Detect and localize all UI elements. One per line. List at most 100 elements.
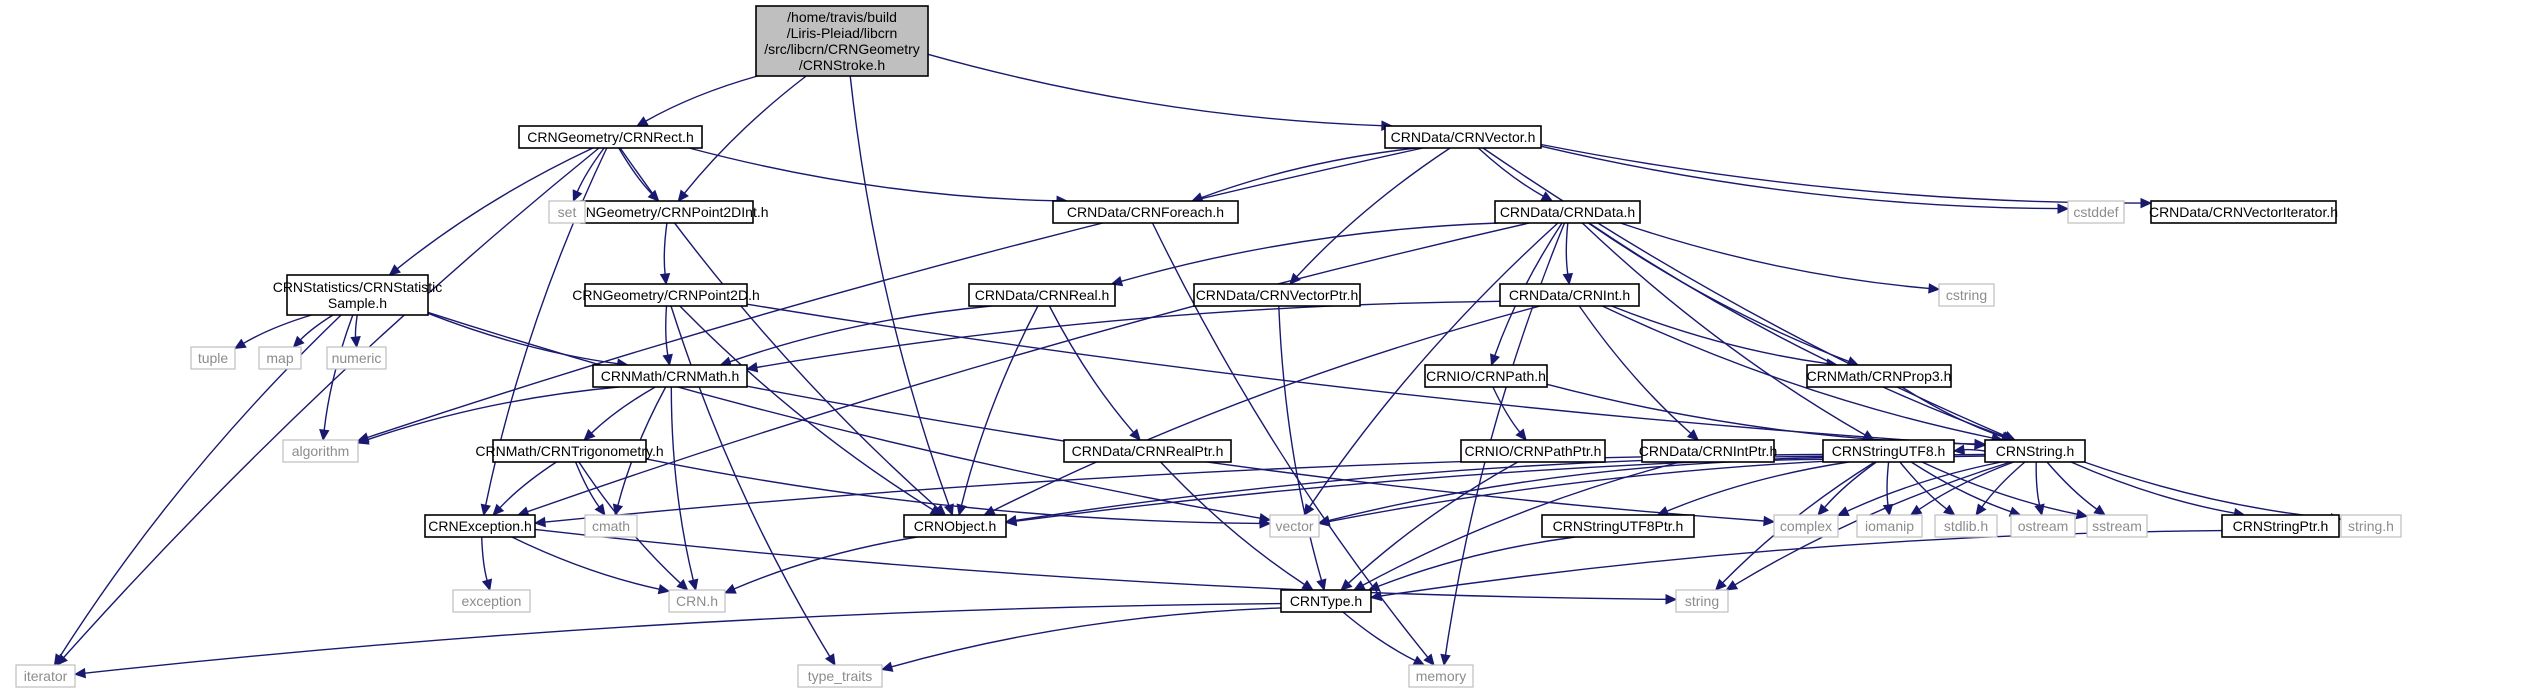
edge-realptr-to-type: [1160, 461, 1314, 591]
arrowhead: [1369, 590, 1383, 602]
node-stringh[interactable]: CRNString.h: [1984, 439, 2086, 463]
node-label: cmath: [592, 518, 630, 534]
arrowhead: [1340, 578, 1353, 591]
arrowhead: [53, 653, 65, 667]
node-vectorh[interactable]: CRNData/CRNVector.h: [1384, 125, 1542, 149]
edge-line: [534, 528, 1667, 600]
edge-line: [927, 53, 1382, 127]
edge-point2d-to-stringh: [746, 303, 1987, 450]
node-label: CRNStringPtr.h: [2233, 518, 2329, 534]
node-box: [584, 283, 748, 307]
arrowhead: [659, 273, 671, 286]
node-realptr[interactable]: CRNData/CRNRealPtr.h: [1063, 439, 1232, 463]
node-exception[interactable]: CRNException.h: [424, 514, 536, 538]
node-prop3[interactable]: CRNMath/CRNProp3.h: [1806, 364, 1952, 388]
node-box: [2150, 200, 2337, 224]
node-box: [1193, 283, 1361, 307]
edge-line: [670, 386, 694, 581]
edge-exception-to-stdexception: [481, 536, 493, 592]
node-pathptr[interactable]: CRNIO/CRNPathPtr.h: [1460, 439, 1606, 463]
node-trig[interactable]: CRNMath/CRNTrigonometry.h: [475, 439, 664, 463]
node-root[interactable]: /home/travis/build/Liris-Pleiad/libcrn/s…: [755, 5, 929, 77]
node-box: [258, 346, 302, 370]
arrowhead: [1303, 503, 1315, 517]
edge-root-to-object: [849, 75, 954, 517]
node-label: map: [266, 350, 293, 366]
node-label: iterator: [24, 668, 68, 684]
node-box: [2067, 200, 2125, 224]
node-crnmath[interactable]: CRNMath/CRNMath.h: [592, 364, 748, 388]
node-utf8[interactable]: CRNStringUTF8.h: [1822, 439, 1955, 463]
edge-line: [1910, 461, 2012, 513]
node-box: [2340, 514, 2402, 538]
node-cstddef: cstddef: [2067, 200, 2125, 224]
node-box: [2010, 514, 2076, 538]
edge-vectorh-to-vectorptr: [1289, 147, 1451, 285]
edge-vectorh-to-cstddef: [1540, 145, 2070, 214]
node-vectoriter[interactable]: CRNData/CRNVectorIterator.h: [2149, 200, 2338, 224]
edge-line: [591, 386, 656, 434]
node-box: [1280, 589, 1372, 613]
edge-line: [2046, 461, 2098, 510]
node-int[interactable]: CRNData/CRNInt.h: [1499, 283, 1640, 307]
arrowhead: [594, 503, 606, 516]
edge-line: [243, 314, 312, 344]
node-box: [1460, 439, 1606, 463]
node-box: [1938, 283, 1995, 307]
edge-line: [367, 147, 1424, 439]
edge-utf8-to-exception: [533, 453, 1824, 528]
edge-line: [544, 453, 1824, 523]
edge-line: [618, 147, 653, 195]
arrowhead: [688, 578, 699, 592]
node-rect[interactable]: CRNGeometry/CRNRect.h: [518, 125, 703, 149]
arrowhead: [492, 503, 505, 516]
node-box: [755, 5, 929, 77]
edge-stringh-to-utf8: [1952, 444, 1986, 456]
edge-rect-to-set: [572, 147, 605, 203]
edge-line: [1482, 147, 2007, 437]
arrowhead: [1412, 655, 1426, 666]
node-real[interactable]: CRNData/CRNReal.h: [968, 283, 1116, 307]
node-box: [452, 589, 531, 613]
node-label: CRNData/CRNInt.h: [1509, 287, 1630, 303]
node-numeric: numeric: [326, 346, 387, 370]
node-label: CRNGeometry/CRNPoint2D.h: [572, 287, 760, 303]
node-utf8ptr[interactable]: CRNStringUTF8Ptr.h: [1541, 514, 1695, 538]
node-vectorptr[interactable]: CRNData/CRNVectorPtr.h: [1193, 283, 1361, 307]
arrowhead: [1515, 428, 1527, 441]
edge-line: [527, 222, 1530, 513]
edge-line: [1611, 305, 1828, 365]
edge-line: [1048, 305, 1135, 433]
node-crnh: CRN.h: [668, 589, 726, 613]
node-point2d[interactable]: CRNGeometry/CRNPoint2D.h: [572, 283, 760, 307]
arrowhead: [745, 362, 759, 373]
node-ostream: ostream: [2010, 514, 2076, 538]
file-nodes: /home/travis/build/Liris-Pleiad/libcrn/s…: [15, 5, 2402, 688]
edge-trig-to-vector: [645, 458, 1272, 529]
node-box: [668, 589, 726, 613]
node-datah[interactable]: CRNData/CRNData.h: [1494, 200, 1641, 224]
node-box: [797, 664, 883, 688]
node-box: [282, 439, 359, 463]
node-path[interactable]: CRNIO/CRNPath.h: [1424, 364, 1548, 388]
arrowhead: [292, 335, 305, 348]
node-point2dint[interactable]: CRNGeometry/CRNPoint2DInt.h: [565, 200, 769, 224]
edge-line: [1581, 222, 1866, 436]
node-type[interactable]: CRNType.h: [1280, 589, 1372, 613]
node-intptr[interactable]: CRNData/CRNIntPtr.h: [1639, 439, 1777, 463]
node-label: CRNStringUTF8.h: [1832, 443, 1946, 459]
node-box: [2086, 514, 2148, 538]
arrowhead: [1943, 504, 1956, 516]
node-foreach[interactable]: CRNData/CRNForeach.h: [1052, 200, 1239, 224]
arrowhead: [662, 353, 673, 367]
node-object[interactable]: CRNObject.h: [903, 514, 1007, 538]
node-stringptr[interactable]: CRNStringPtr.h: [2221, 514, 2340, 538]
edge-line: [427, 312, 618, 365]
edge-line: [1886, 461, 1890, 506]
node-box: [548, 200, 586, 224]
edge-line: [499, 461, 557, 509]
arrowhead: [723, 583, 737, 594]
node-label: CRN.h: [676, 593, 718, 609]
